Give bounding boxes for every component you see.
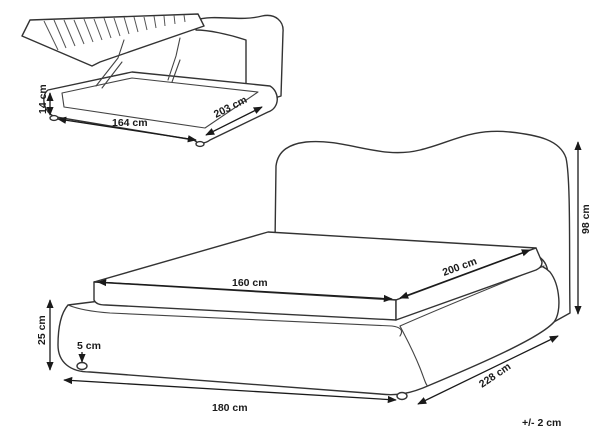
dim-leg-height: 5 cm xyxy=(77,340,101,363)
tolerance-note: +/- 2 cm xyxy=(522,417,561,429)
storage-dim-height: 14 cm xyxy=(37,84,54,116)
outer-width-label: 180 cm xyxy=(212,402,248,414)
main-bed xyxy=(57,130,571,401)
bed-height-label: 98 cm xyxy=(580,204,592,234)
slats xyxy=(43,14,186,51)
gas-lift xyxy=(167,37,181,81)
front-rail xyxy=(67,304,403,337)
dim-frame-height: 25 cm xyxy=(36,299,54,371)
storage-view xyxy=(21,13,284,148)
storage-length-label: 164 cm xyxy=(112,117,148,129)
storage-leg xyxy=(195,140,205,148)
storage-leg xyxy=(49,114,59,122)
storage-height-label: 14 cm xyxy=(37,84,49,114)
gas-lift xyxy=(101,61,123,89)
gas-lift xyxy=(171,59,181,83)
gas-lift xyxy=(95,39,125,87)
bed-leg xyxy=(76,361,88,371)
dim-mattress-width: 160 cm xyxy=(97,277,393,303)
lifted-slat-platform xyxy=(21,13,205,67)
mattress-width-label: 160 cm xyxy=(232,277,268,289)
storage-headboard xyxy=(195,14,284,102)
outer-length-label: 228 cm xyxy=(477,361,513,391)
bed-leg xyxy=(396,391,408,401)
dim-outer-width: 180 cm xyxy=(63,376,397,414)
storage-dim-length: 164 cm xyxy=(57,116,197,143)
leg-height-label: 5 cm xyxy=(77,340,101,352)
dim-bed-height: 98 cm xyxy=(574,141,592,315)
frame-height-label: 25 cm xyxy=(36,315,48,345)
